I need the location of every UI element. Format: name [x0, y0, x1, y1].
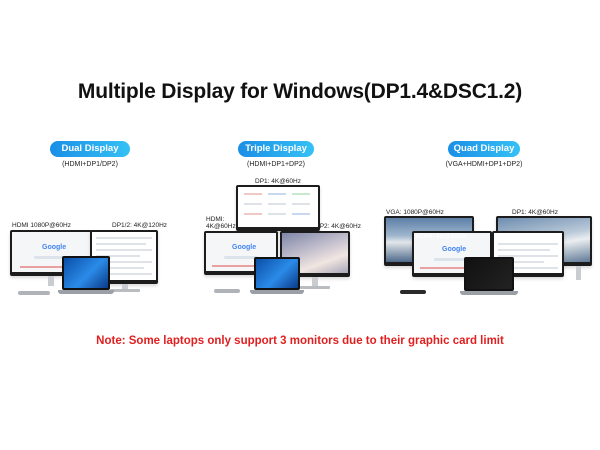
- triple-hdmi-label-2: 4K@60Hz: [206, 223, 236, 230]
- usb-dock-graphic: [400, 290, 426, 294]
- quad-hdmi-label: HDMI: 4K@60Hz: [416, 233, 466, 240]
- graphic-card-limit-note: Note: Some laptops only support 3 monito…: [96, 335, 504, 347]
- taskbar-graphic: [212, 265, 270, 267]
- search-bar-graphic: [224, 256, 258, 259]
- search-bar-graphic: [34, 256, 70, 259]
- monitor-stand: [312, 277, 318, 287]
- triple-display-badge: Triple Display: [238, 141, 314, 157]
- triple-hdmi-label-1: HDMI:: [206, 216, 225, 223]
- triple-dp1-label: DP1: 4K@60Hz: [255, 178, 301, 185]
- quad-dp1-label: DP1: 4K@60Hz: [512, 209, 558, 216]
- quad-dp2-screen: [494, 233, 562, 273]
- quad-vga-label: VGA: 1080P@60Hz: [386, 209, 444, 216]
- quad-display-subtitle: (VGA+HDMI+DP1+DP2): [445, 161, 523, 168]
- google-logo: Google: [442, 246, 467, 253]
- google-logo: Google: [232, 244, 257, 251]
- dual-display-subtitle: (HDMI+DP1/DP2): [62, 161, 118, 168]
- windows-wallpaper: [64, 258, 108, 288]
- laptop-base: [460, 291, 518, 295]
- usb-dock-graphic: [214, 289, 240, 293]
- search-bar-graphic: [434, 258, 470, 261]
- laptop-base: [250, 290, 304, 294]
- dual-display-badge: Dual Display: [50, 141, 130, 157]
- taskbar-graphic: [420, 267, 484, 269]
- monitor-stand: [122, 284, 128, 290]
- windows-wallpaper: [256, 259, 298, 288]
- laptop-base: [58, 290, 114, 294]
- quad-display-badge: Quad Display: [448, 141, 520, 157]
- triple-top-screen: [238, 187, 318, 227]
- dual-dp-label: DP1/2: 4K@120Hz: [112, 222, 168, 229]
- google-logo: Google: [42, 244, 67, 251]
- triple-display-subtitle: (HDMI+DP1+DP2): [247, 161, 305, 168]
- quad-dp2-label: DP2: 4K@30Hz: [496, 233, 542, 240]
- usb-dock-graphic: [18, 291, 50, 295]
- monitor-base: [300, 286, 330, 289]
- triple-laptop-screen: [254, 257, 300, 290]
- laptop-dark-screen: [466, 259, 512, 289]
- monitor-base: [110, 289, 140, 292]
- triple-dp2-label: DP2: 4K@60Hz: [315, 223, 361, 230]
- page-title: Multiple Display for Windows(DP1.4&DSC1.…: [77, 80, 523, 103]
- triple-top-monitor: [236, 185, 320, 231]
- quad-laptop-screen: [464, 257, 514, 291]
- monitor-stand: [48, 276, 54, 286]
- monitor-stand: [576, 266, 581, 280]
- taskbar-graphic: [20, 266, 82, 268]
- dual-hdmi-label: HDMI 1080P@60Hz: [12, 222, 71, 229]
- dual-laptop-screen: [62, 256, 110, 290]
